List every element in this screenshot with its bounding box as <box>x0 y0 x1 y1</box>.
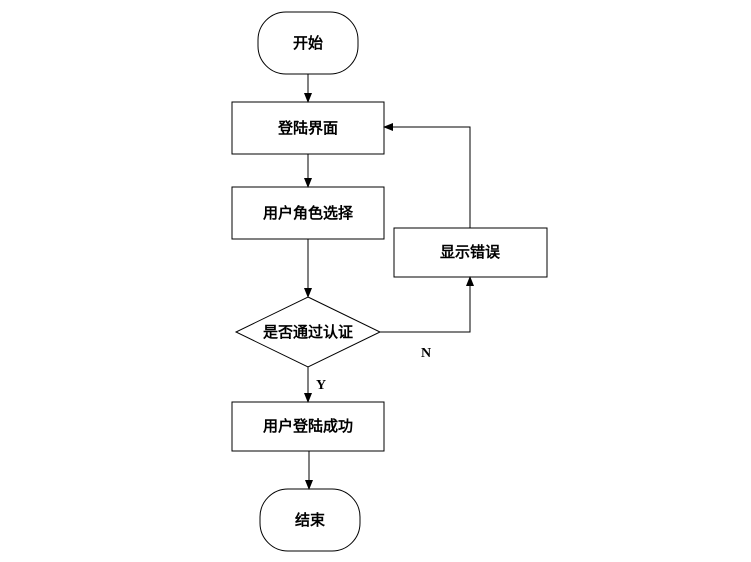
show-error-node: 显示错误 <box>393 227 548 278</box>
auth-decision-node: 是否通过认证 <box>234 296 382 368</box>
edge-label-yes: Y <box>316 378 326 393</box>
login-success-node: 用户登陆成功 <box>231 401 385 452</box>
end-node: 结束 <box>259 488 361 552</box>
login-screen-node: 登陆界面 <box>231 101 385 155</box>
edge-label-no: N <box>421 346 431 361</box>
start-node-label: 开始 <box>293 34 323 52</box>
edge-error-to-login <box>383 123 471 228</box>
show-error-label: 显示错误 <box>440 243 501 261</box>
login-success-label: 用户登陆成功 <box>263 417 353 435</box>
end-node-label: 结束 <box>295 511 326 529</box>
login-screen-label: 登陆界面 <box>277 119 338 137</box>
role-selection-label: 用户角色选择 <box>263 204 354 222</box>
start-node: 开始 <box>257 11 359 75</box>
auth-decision-label: 是否通过认证 <box>262 323 353 341</box>
edge-decision-to-error <box>380 276 474 333</box>
role-selection-node: 用户角色选择 <box>231 186 385 240</box>
